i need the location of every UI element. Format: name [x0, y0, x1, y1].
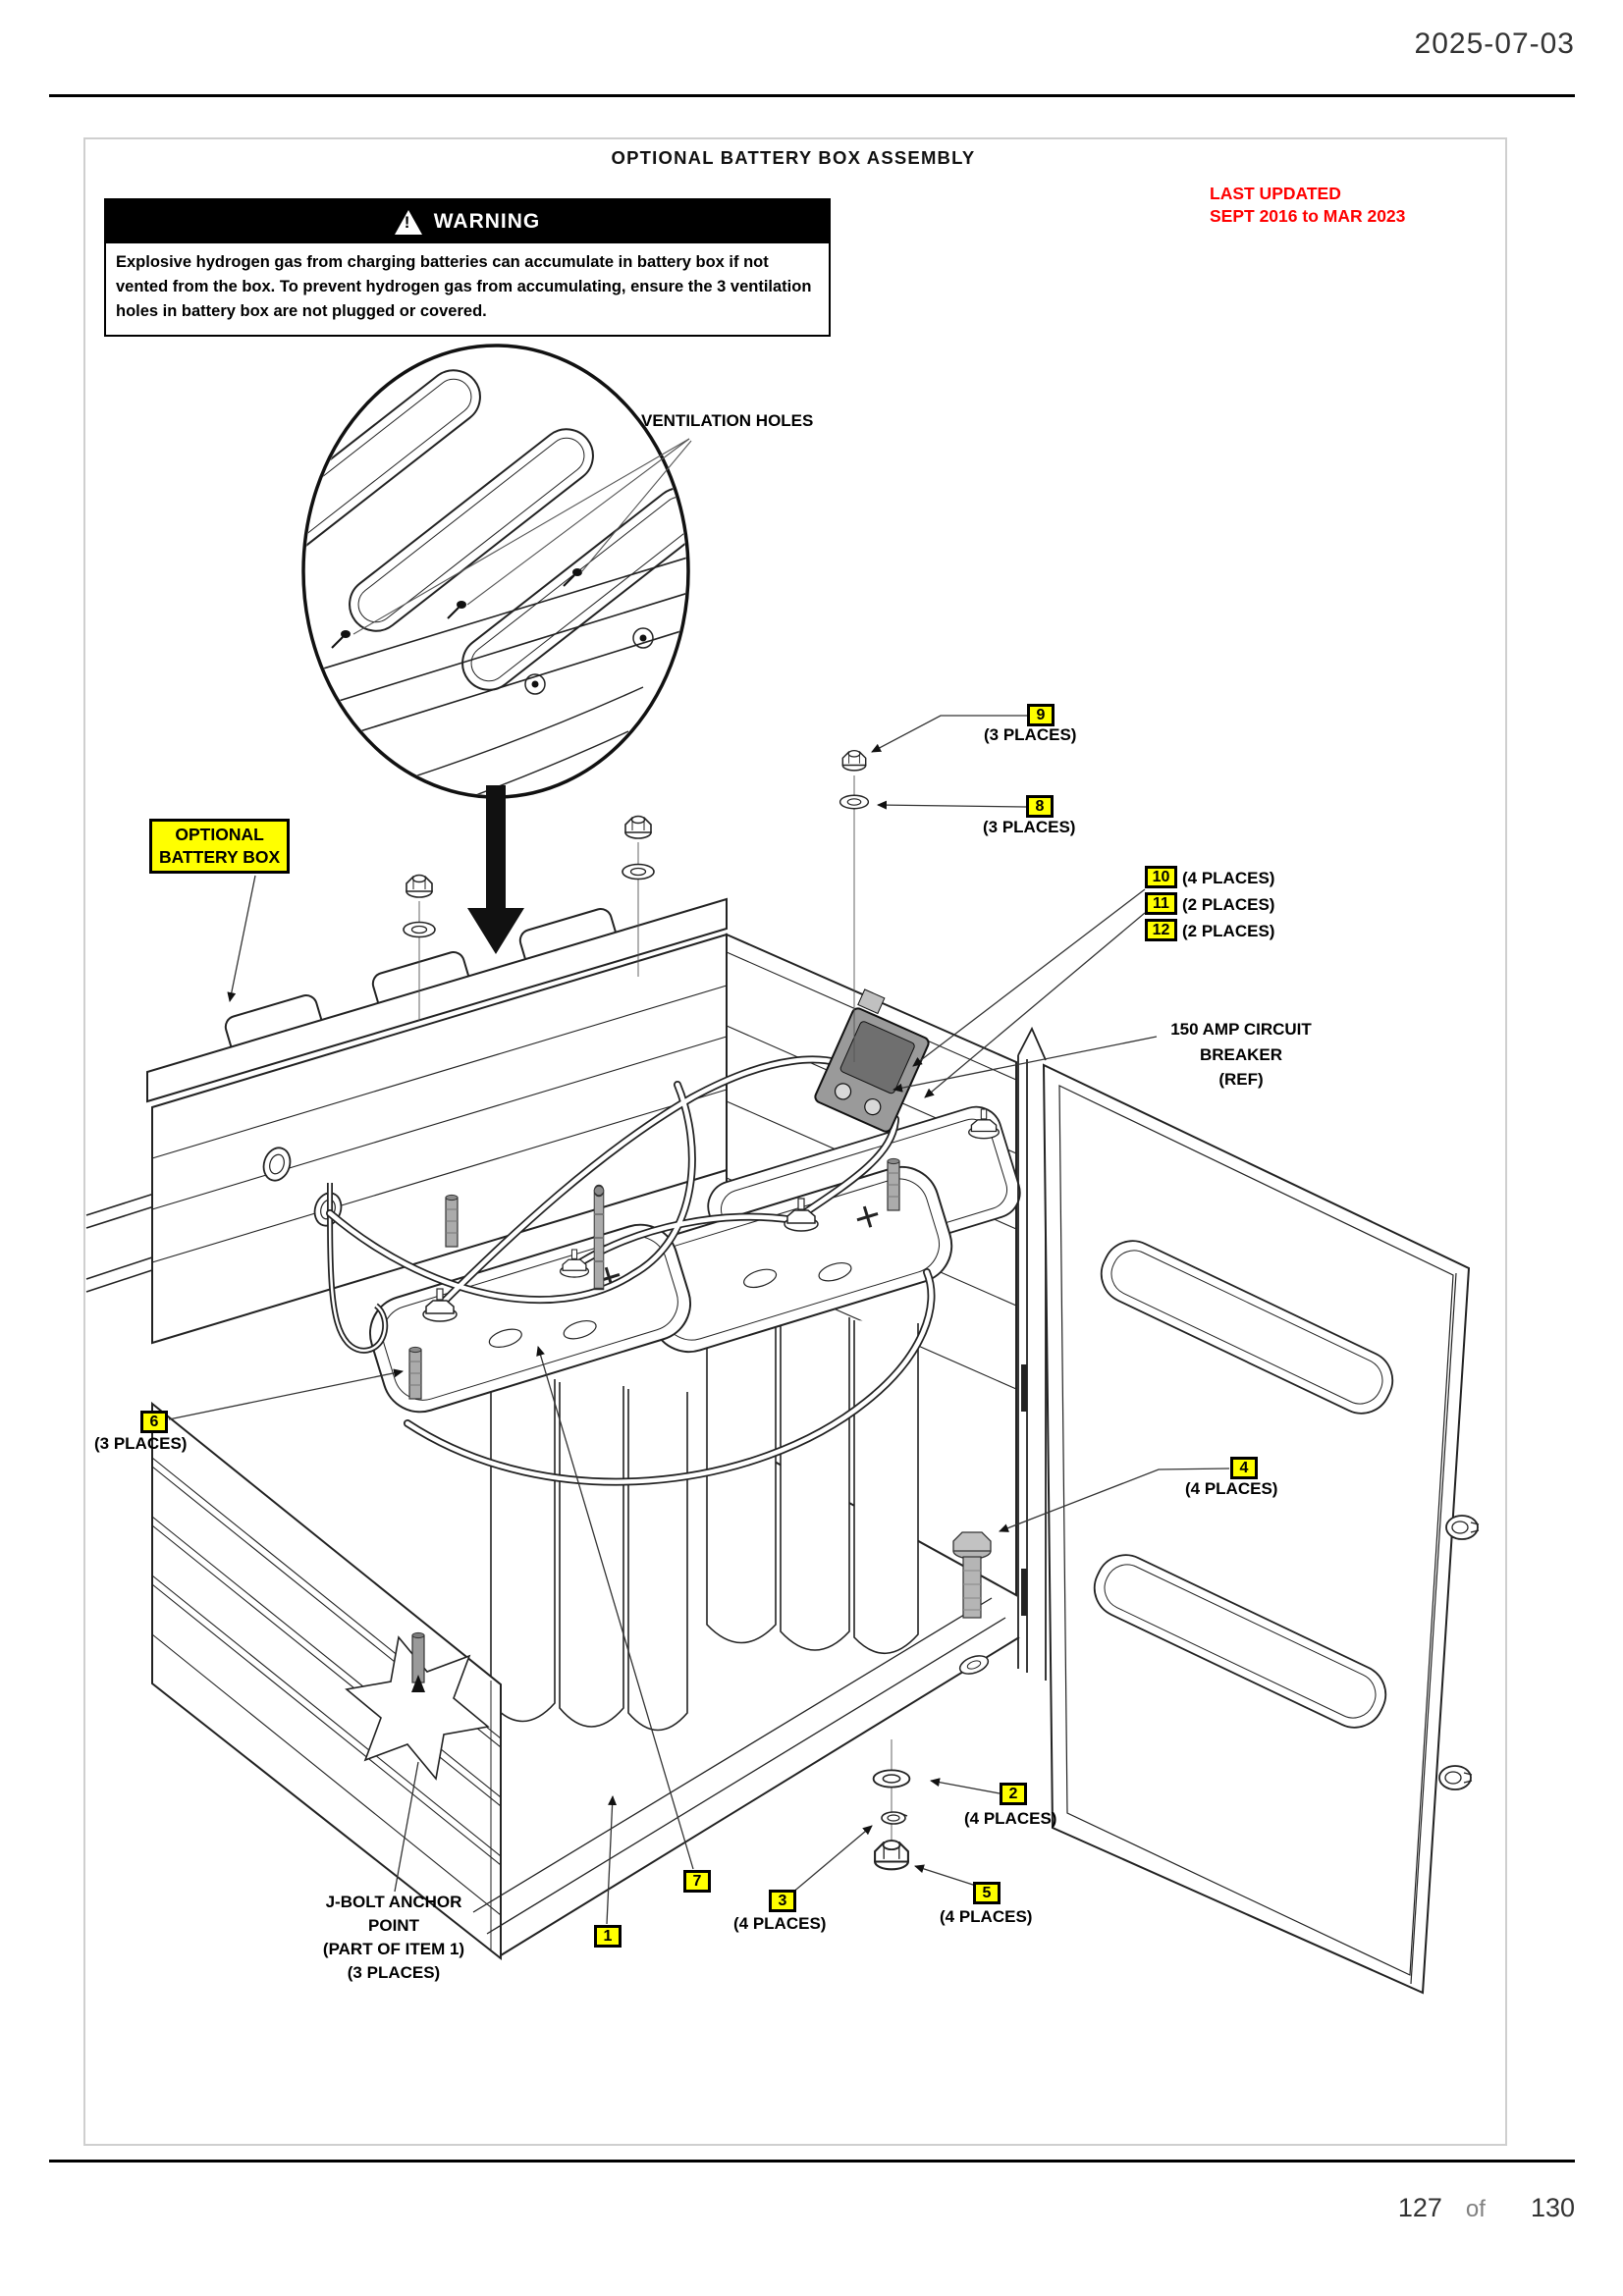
- threaded-stud: [887, 1157, 900, 1211]
- loose-hardware: [403, 749, 992, 1871]
- battery-rear: [637, 1165, 953, 1655]
- open-door: [1042, 1063, 1480, 1995]
- optional-battery-box-label: OPTIONAL BATTERY BOX: [149, 819, 291, 874]
- threaded-stud: [593, 1184, 605, 1291]
- callout-8: 8: [1026, 795, 1054, 818]
- last-updated-line2: SEPT 2016 to MAR 2023: [1210, 206, 1406, 226]
- callout-6: 6: [140, 1411, 168, 1433]
- lid-rim-band: [146, 897, 728, 1103]
- warning-header: WARNING: [106, 200, 829, 243]
- optional-battery-box-line2: BATTERY BOX: [159, 847, 281, 867]
- warning-box: WARNING Explosive hydrogen gas from char…: [104, 198, 831, 337]
- mounting-bolt: [952, 1531, 992, 1619]
- callout-12-places: (2 PLACES): [1182, 922, 1275, 940]
- ventilation-leaders: [352, 438, 692, 635]
- last-updated-note: LAST UPDATED SEPT 2016 to MAR 2023: [1210, 183, 1405, 228]
- threaded-stud: [445, 1194, 459, 1248]
- warning-triangle-icon: [394, 209, 422, 235]
- callout-9-places: (3 PLACES): [984, 725, 1077, 744]
- callout-4-places: (4 PLACES): [1185, 1479, 1278, 1498]
- document-date: 2025-07-03: [1414, 27, 1575, 60]
- warning-header-label: WARNING: [433, 210, 541, 233]
- callout-6-places: (3 PLACES): [94, 1434, 188, 1453]
- circuit-breaker: [814, 988, 930, 1133]
- floor-hole: [958, 1655, 990, 1675]
- footer-total-pages: 130: [1530, 2193, 1575, 2222]
- detail-arrow: [467, 785, 524, 954]
- callout-11-places: (2 PLACES): [1182, 895, 1275, 914]
- callout-5: 5: [973, 1882, 1001, 1904]
- callout-5-places: (4 PLACES): [940, 1907, 1033, 1926]
- callout-7: 7: [683, 1870, 711, 1893]
- callout-8-places: (3 PLACES): [983, 818, 1076, 836]
- callout-2-places: (4 PLACES): [964, 1809, 1057, 1828]
- j-hook: [327, 1182, 389, 1354]
- warning-body-text: Explosive hydrogen gas from charging bat…: [116, 253, 812, 320]
- door-jamb-post: [1017, 1026, 1047, 1681]
- battery-front: [368, 1223, 692, 1732]
- callout-3: 3: [769, 1890, 796, 1912]
- j-bolt-anchor-label: J-BOLT ANCHOR POINT (PART OF ITEM 1) (3 …: [322, 1893, 465, 1982]
- front-left-wall: [151, 1401, 502, 1961]
- floor-rails: [472, 1597, 1020, 1956]
- circuit-breaker-label: 150 AMP CIRCUIT BREAKER (REF): [1170, 1020, 1312, 1089]
- callout-10-places: (4 PLACES): [1182, 869, 1275, 887]
- ventilation-holes-label: VENTILATION HOLES: [641, 411, 814, 430]
- optional-battery-box-line1: OPTIONAL: [175, 825, 264, 844]
- callout-1: 1: [594, 1925, 622, 1948]
- page-title: OPTIONAL BATTERY BOX ASSEMBLY: [611, 147, 976, 168]
- callout-9: 9: [1027, 704, 1055, 726]
- last-updated-line1: LAST UPDATED: [1210, 184, 1341, 203]
- threaded-stud: [408, 1346, 422, 1400]
- j-bolt-anchor-starburst: [345, 1631, 490, 1781]
- header-rule: [49, 94, 1575, 97]
- footer-page-number: 127: [1397, 2193, 1442, 2222]
- page-footer: 127 of 130: [1398, 2193, 1575, 2223]
- footer-rule: [49, 2160, 1575, 2163]
- callout-leaders: [168, 715, 1230, 1925]
- footer-of-label: of: [1465, 2196, 1486, 2222]
- callout-11: 11: [1145, 892, 1177, 915]
- callout-3-places: (4 PLACES): [733, 1914, 827, 1933]
- callout-10: 10: [1145, 866, 1177, 888]
- callout-4: 4: [1230, 1457, 1258, 1479]
- callout-2: 2: [1000, 1783, 1027, 1805]
- callout-12: 12: [1145, 919, 1177, 941]
